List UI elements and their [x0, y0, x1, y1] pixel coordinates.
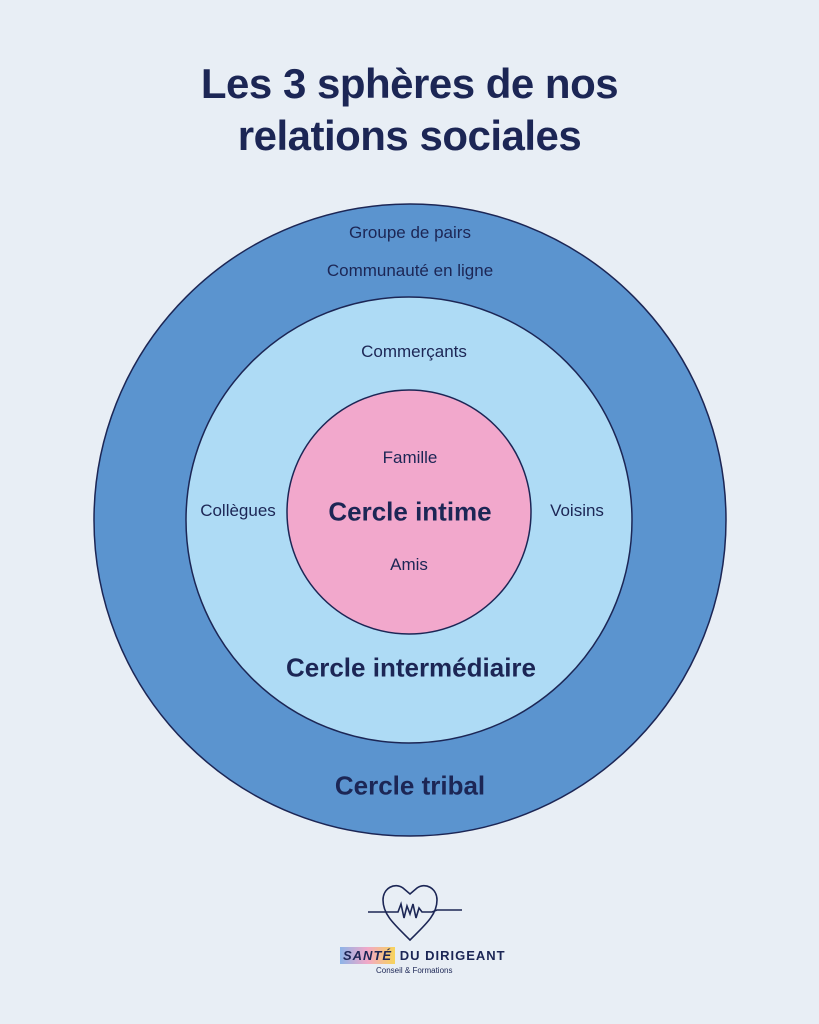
outer-circle-label: Cercle tribal	[334, 770, 486, 801]
inner-item-amis: Amis	[390, 555, 428, 574]
brand-logo-text: SANTÉ DU DIRIGEANT	[340, 947, 506, 964]
middle-item-collegues: Collègues	[200, 501, 276, 520]
outer-item-communaute-en-ligne: Communauté en ligne	[326, 261, 494, 280]
title-line-2: relations sociales	[237, 112, 582, 159]
middle-item-voisins: Voisins	[550, 501, 604, 520]
inner-circle	[286, 389, 532, 635]
brand-sante: SANTÉ	[340, 947, 396, 964]
inner-circle-label: Cercle intime	[328, 496, 492, 527]
middle-item-commercants: Commerçants	[361, 342, 467, 361]
inner-item-famille: Famille	[382, 448, 438, 467]
heart-logo-icon	[368, 884, 462, 942]
brand-du-dirigeant: DU DIRIGEANT	[399, 948, 506, 963]
brand-tagline: Conseil & Formations	[376, 966, 453, 975]
title-line-1: Les 3 sphères de nos	[200, 60, 619, 107]
outer-item-groupe-de-pairs: Groupe de pairs	[349, 223, 471, 242]
middle-circle-label: Cercle intermédiaire	[285, 652, 537, 683]
page-title: Les 3 sphères de nos relations sociales	[0, 58, 819, 162]
